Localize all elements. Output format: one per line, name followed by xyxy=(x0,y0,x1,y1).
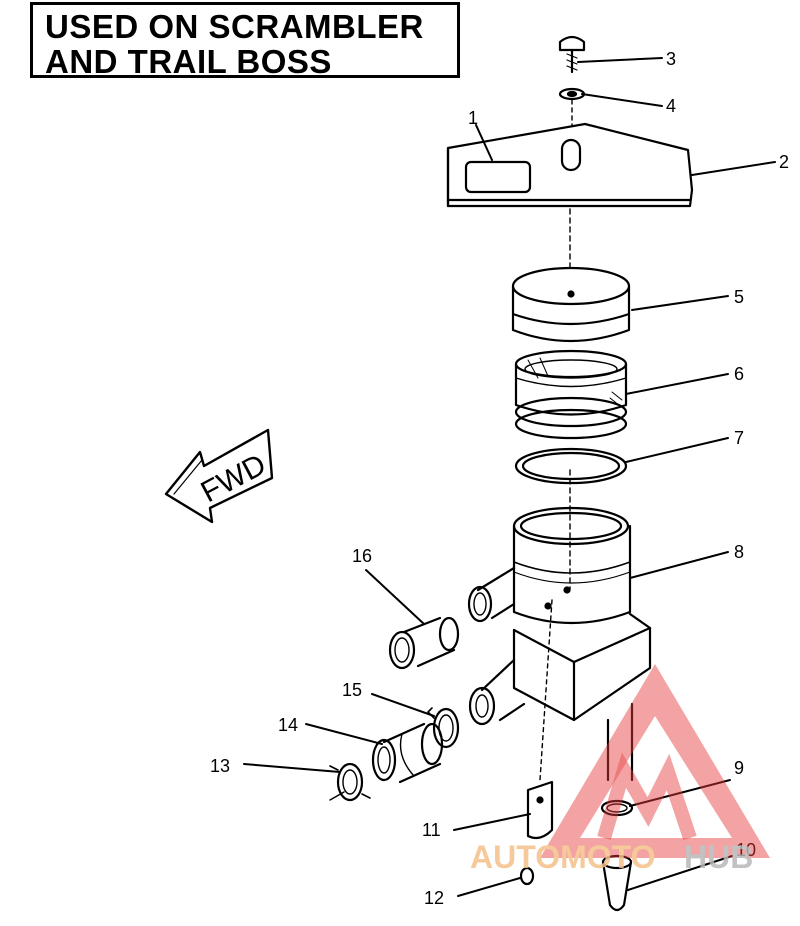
drain-valve-tab xyxy=(526,780,554,840)
drain-tube xyxy=(601,854,633,912)
watermark-text-part1: AUTOMOTO xyxy=(470,839,655,875)
bolt xyxy=(558,35,586,74)
air-cleaner-cover xyxy=(511,266,631,343)
washer xyxy=(558,87,586,101)
callout-14: 14 xyxy=(278,715,298,735)
callout-7: 7 xyxy=(734,428,744,448)
title-line-2: AND TRAIL BOSS xyxy=(45,43,332,80)
title-line-1: USED ON SCRAMBLER xyxy=(45,8,424,45)
air-box-housing xyxy=(467,506,652,782)
callout-2: 2 xyxy=(779,152,789,172)
forward-arrow xyxy=(164,428,274,524)
intake-boot xyxy=(371,722,444,784)
watermark-text-part2: HUB xyxy=(684,839,753,875)
gasket-ring xyxy=(514,447,628,485)
callout-6: 6 xyxy=(734,364,744,384)
callout-13: 13 xyxy=(210,756,230,776)
watermark-triangle xyxy=(540,664,770,858)
callout-15: 15 xyxy=(342,680,362,700)
connector-hose xyxy=(388,616,460,670)
callout-5: 5 xyxy=(734,287,744,307)
callout-11: 11 xyxy=(422,820,441,840)
hose-clamp xyxy=(329,762,371,802)
watermark: AUTOMOTO HUB xyxy=(470,664,770,875)
callout-1: 1 xyxy=(468,108,478,128)
callout-9: 9 xyxy=(734,758,744,778)
title-box: USED ON SCRAMBLER AND TRAIL BOSS xyxy=(30,2,460,80)
leader-lines xyxy=(243,57,776,897)
callout-8: 8 xyxy=(734,542,744,562)
callout-12: 12 xyxy=(424,888,444,908)
drain-plug xyxy=(519,866,535,886)
mounting-bracket xyxy=(446,122,694,208)
callout-labels: 1 2 3 4 5 6 7 8 9 10 11 12 13 14 15 16 xyxy=(210,49,789,908)
hose-clamp xyxy=(600,799,634,817)
filter-element xyxy=(514,349,628,440)
callout-4: 4 xyxy=(666,96,676,116)
callout-3: 3 xyxy=(666,49,676,69)
callout-16: 16 xyxy=(352,546,372,566)
callout-10: 10 xyxy=(736,840,756,860)
